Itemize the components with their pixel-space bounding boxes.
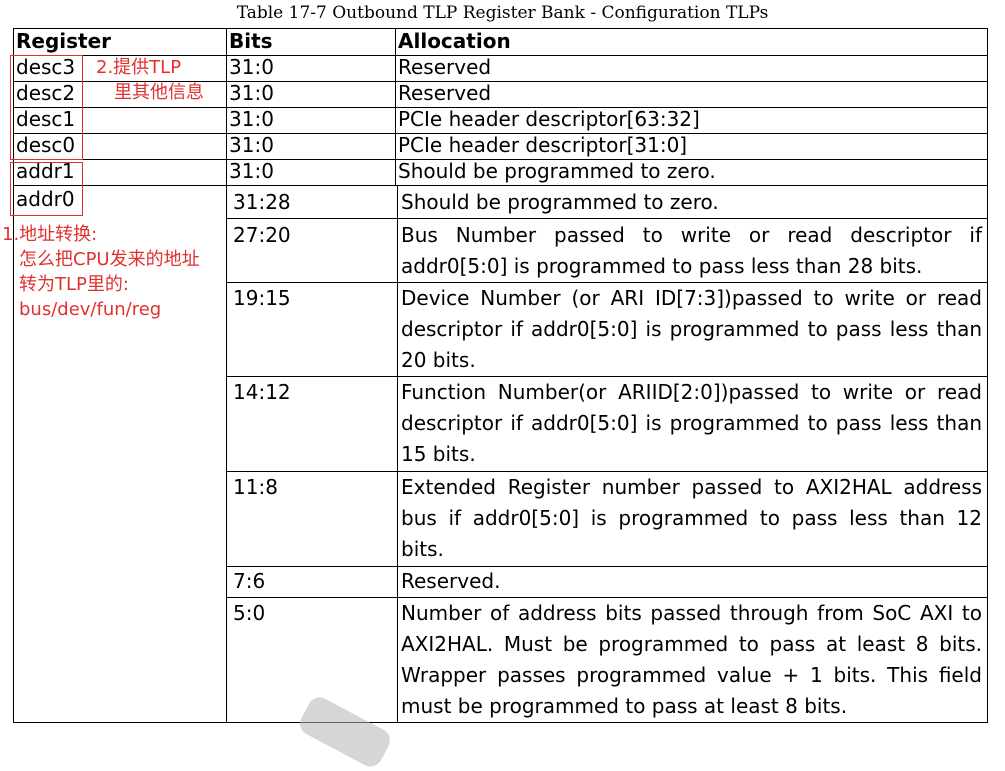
cell-bits: 27:20 — [233, 223, 291, 247]
row-divider — [13, 55, 988, 56]
annotation-note-1: bus/dev/fun/reg — [19, 299, 162, 320]
cell-register: addr0 — [16, 187, 75, 211]
cell-allocation: Reserved — [398, 81, 492, 105]
cell-allocation: Reserved — [398, 55, 492, 79]
table-border-bottom — [13, 722, 988, 723]
annotation-box-addr — [10, 162, 83, 216]
table-border-top — [13, 28, 988, 29]
annotation-note-1: 怎么把CPU发来的地址 — [19, 249, 200, 270]
table-caption: Table 17-7 Outbound TLP Register Bank - … — [236, 3, 769, 23]
annotation-note-2: 2.提供TLP — [96, 57, 182, 78]
row-divider — [13, 133, 988, 134]
cell-allocation: Number of address bits passed through fr… — [401, 601, 982, 718]
header-register: Register — [16, 29, 112, 53]
row-divider — [227, 471, 988, 472]
annotation-note-1: 转为TLP里的: — [19, 274, 129, 295]
column-divider — [226, 28, 227, 723]
cell-register: desc3 — [16, 55, 76, 79]
cell-register: desc1 — [16, 107, 76, 131]
cell-bits: 31:0 — [229, 159, 274, 183]
row-divider — [227, 282, 988, 283]
cell-bits: 5:0 — [233, 601, 266, 625]
cell-register: desc2 — [16, 81, 76, 105]
table-border-right — [987, 28, 988, 723]
cell-allocation: Extended Register number passed to AXI2H… — [401, 475, 982, 561]
annotation-box-desc — [10, 55, 83, 160]
cell-allocation: Bus Number passed to write or read descr… — [401, 223, 982, 278]
cell-bits: 31:0 — [229, 107, 274, 131]
cell-allocation: Reserved. — [401, 569, 501, 593]
watermark — [295, 693, 395, 771]
annotation-note-2: 里其他信息 — [114, 82, 204, 103]
row-divider — [13, 159, 988, 160]
row-divider — [227, 597, 988, 598]
cell-bits: 31:0 — [229, 55, 274, 79]
column-divider — [397, 185, 398, 723]
cell-bits: 7:6 — [233, 569, 266, 593]
cell-bits: 31:28 — [233, 190, 291, 214]
row-divider — [13, 81, 988, 82]
header-bits: Bits — [229, 29, 273, 53]
header-allocation: Allocation — [398, 29, 511, 53]
table-border-left — [13, 28, 14, 723]
cell-allocation: Device Number (or ARI ID[7:3])passed to … — [401, 286, 982, 372]
row-divider — [13, 185, 988, 186]
cell-bits: 14:12 — [233, 380, 291, 404]
cell-register: addr1 — [16, 159, 75, 183]
cell-allocation: Function Number(or ARIID[2:0])passed to … — [401, 380, 982, 466]
cell-allocation: Should be programmed to zero. — [398, 159, 716, 183]
cell-allocation: PCIe header descriptor[31:0] — [398, 133, 688, 157]
cell-bits: 31:0 — [229, 81, 274, 105]
cell-register: desc0 — [16, 133, 76, 157]
row-divider — [227, 376, 988, 377]
annotation-note-1: 1.地址转换: — [2, 224, 98, 245]
row-divider — [227, 218, 988, 219]
row-divider — [13, 107, 988, 108]
cell-bits: 19:15 — [233, 286, 291, 310]
row-divider — [227, 566, 988, 567]
cell-bits: 31:0 — [229, 133, 274, 157]
cell-bits: 11:8 — [233, 475, 278, 499]
cell-allocation: PCIe header descriptor[63:32] — [398, 107, 700, 131]
column-divider — [395, 28, 396, 186]
cell-allocation: Should be programmed to zero. — [401, 190, 719, 214]
